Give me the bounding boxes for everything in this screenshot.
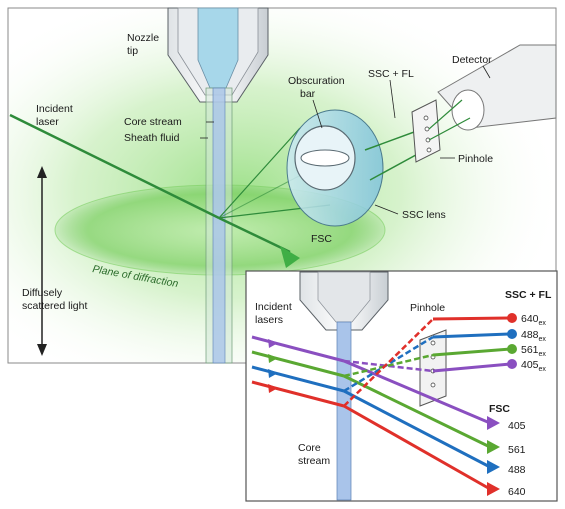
ssc-lens (286, 109, 384, 227)
fsc-label: FSC (311, 233, 332, 245)
ssc-output-label-561: 561ex (521, 344, 546, 358)
obscuration-bar-label-2: bar (300, 88, 316, 100)
nozzle-tip-label-1: Nozzle (127, 32, 159, 44)
inset-nozzle (299, 271, 389, 331)
ssc-beam-488 (432, 332, 511, 339)
ssc-endpoint-640 (507, 313, 517, 323)
detector (428, 44, 557, 141)
incident-laser-label-1: Incident (36, 103, 73, 115)
ssc-beam-dashed-640 (343, 318, 434, 407)
ssc-lens-label: SSC lens (402, 209, 446, 221)
core-stream-label: Core stream (124, 116, 182, 128)
fsc-beam-561 (343, 374, 491, 449)
fsc-beam-640 (343, 404, 491, 491)
ssc-endpoint-488 (507, 329, 517, 339)
inset-core-stream-label-1: Core (298, 442, 321, 454)
diffusely-scattered-arrow (37, 166, 47, 356)
incident-arrow-405 (268, 339, 278, 348)
fsc-output-labels: 405 561 488 640 (508, 420, 526, 498)
ssc-endpoint-405 (507, 359, 517, 369)
incident-lasers-label-2: lasers (255, 314, 283, 326)
incident-beam-405 (251, 335, 345, 363)
fsc-output-label-561: 561 (508, 444, 526, 456)
ssc-output-label-405: 405ex (521, 359, 546, 373)
pinhole-label: Pinhole (458, 153, 493, 165)
ssc-output-label-640: 640ex (521, 313, 546, 327)
diffusely-scattered-label-2: scattered light (22, 300, 87, 312)
incident-beam-561 (251, 350, 345, 378)
ssc-beam-dashed-405 (343, 359, 434, 373)
nozzle (167, 7, 269, 103)
incident-beam-488 (251, 365, 345, 393)
incident-lasers-label-1: Incident (255, 301, 292, 313)
scatter-beam-top (218, 127, 301, 219)
core-stream (212, 87, 226, 364)
incident-arrow-561 (268, 354, 278, 363)
inset-core-stream-label-2: stream (298, 455, 330, 467)
fsc-output-label-405: 405 (508, 420, 526, 432)
ssc-beam-dashed-561 (343, 353, 434, 378)
nozzle-tip-label-2: tip (127, 45, 138, 57)
incident-beam-640 (251, 380, 345, 408)
incident-arrow-640 (268, 384, 278, 393)
ssc-beam-dashed-488 (343, 335, 434, 393)
fsc-beam-405 (343, 359, 491, 425)
incident-laser-label-2: laser (36, 116, 59, 128)
incident-laser-beam (9, 113, 220, 220)
fsc-output-label-640: 640 (508, 486, 526, 498)
inset-pinhole-label: Pinhole (410, 302, 445, 314)
fsc-beam (218, 216, 291, 254)
fsc-beam-488 (343, 389, 491, 469)
ssc-beam-640 (432, 316, 511, 321)
fsc-arrowhead (280, 246, 300, 268)
fsc-arrowhead-405 (487, 416, 500, 430)
obscuration-bar-label-1: Obscuration (288, 75, 345, 87)
inset-panel: Incident lasers Pinhole SSC + FL FSC Cor… (245, 270, 558, 502)
detector-label: Detector (452, 54, 492, 66)
ssc-fl-label: SSC + FL (368, 68, 414, 80)
pinhole-plate (411, 99, 441, 163)
inset-laser-beams (251, 313, 517, 496)
fsc-output-label-488: 488 (508, 464, 526, 476)
ssc-endpoint-561 (507, 344, 517, 354)
ssc-beam-561 (432, 347, 511, 357)
inset-ssc-fl-label: SSC + FL (505, 289, 552, 301)
fsc-arrowhead-561 (487, 440, 500, 454)
incident-arrow-488 (268, 369, 278, 378)
ssc-beam-405 (432, 362, 511, 373)
ssc-output-label-488: 488ex (521, 329, 546, 343)
sheath-fluid-label: Sheath fluid (124, 132, 180, 144)
inset-fsc-label: FSC (489, 403, 510, 415)
inset-core-stream (336, 321, 352, 501)
fsc-arrowhead-488 (487, 460, 500, 474)
diffusely-scattered-label-1: Diffusely (22, 287, 63, 299)
fsc-arrowhead-640 (487, 482, 500, 496)
